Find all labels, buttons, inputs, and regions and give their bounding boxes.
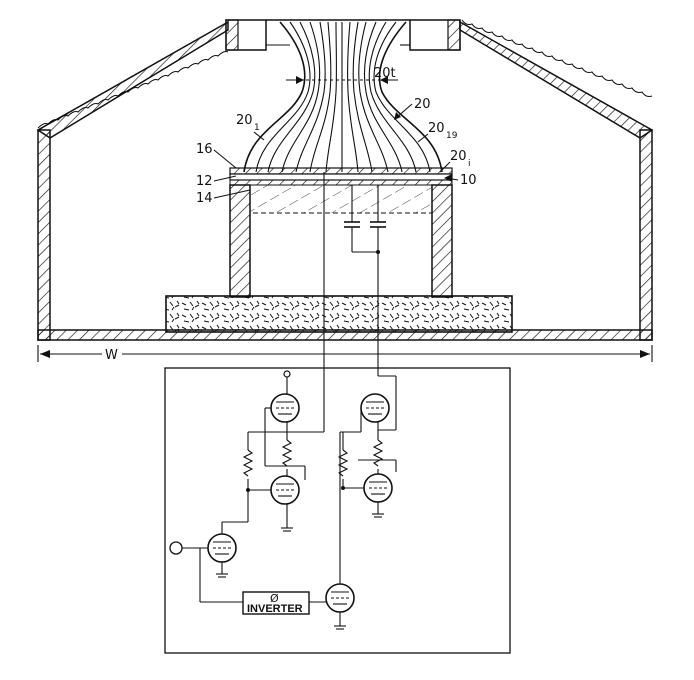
electrode-leads — [323, 172, 386, 432]
label-20-i-sub: i — [468, 159, 471, 169]
inner-cylinder — [229, 184, 453, 298]
resistor-4 — [372, 439, 384, 467]
width-dimension — [37, 345, 653, 362]
label-16: 16 — [196, 142, 213, 157]
tube-4 — [363, 473, 393, 503]
resistor-1 — [242, 449, 254, 477]
tube-5 — [207, 533, 237, 563]
label-14: 14 — [196, 191, 213, 206]
inverter-box — [242, 591, 310, 615]
circuit-wiring — [169, 370, 397, 630]
outer-housing — [36, 19, 654, 341]
inverter-label: INVERTER — [247, 603, 303, 615]
resistor-2 — [281, 439, 293, 467]
label-20-19: 20 — [428, 121, 445, 136]
tube-3 — [360, 393, 390, 423]
label-12: 12 — [196, 174, 213, 189]
label-W: W — [105, 348, 118, 363]
label-20-19-sub: 19 — [446, 131, 458, 141]
label-10: 10 — [460, 173, 477, 188]
tube-1 — [270, 393, 300, 423]
tube-2 — [270, 475, 300, 505]
label-20: 20 — [414, 97, 431, 112]
phase-symbol: Ø — [270, 592, 279, 605]
circuit-box — [164, 367, 511, 654]
label-20t: 20t — [374, 66, 396, 81]
label-20-i: 20 — [450, 149, 467, 164]
labels: 20 20t 20 1 20 19 20 i 16 12 14 10 W Ø I… — [105, 66, 477, 615]
foam-base — [165, 295, 513, 333]
plate-stack — [229, 167, 453, 214]
tube-6 — [325, 583, 355, 613]
fiber-bundle — [243, 21, 443, 173]
label-20-1: 20 — [236, 113, 253, 128]
label-20-1-sub: 1 — [254, 123, 260, 133]
